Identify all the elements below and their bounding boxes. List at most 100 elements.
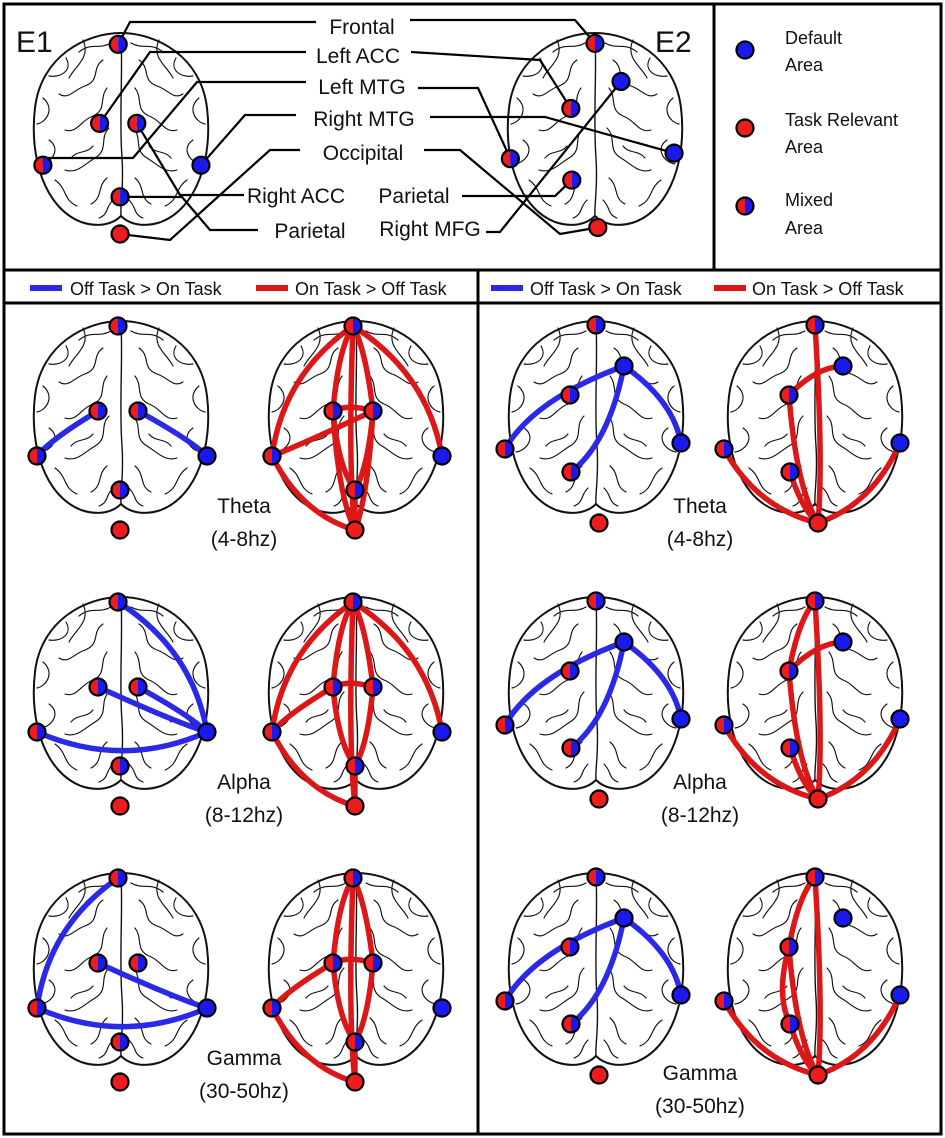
edge-e1-alpha-on-frontal-right-mtg bbox=[350, 599, 445, 735]
node-e2-gamma-on-parietal bbox=[780, 1014, 800, 1034]
node-e2-right-mtg bbox=[664, 143, 684, 163]
node-e2-gamma-off-frontal bbox=[586, 867, 606, 887]
node-e1-theta-on-right-mtg bbox=[432, 446, 452, 466]
label-occipital: Occipital bbox=[323, 142, 404, 165]
node-e2-gamma-on-occipital bbox=[808, 1065, 828, 1085]
node-e1-theta-on-parietal bbox=[345, 480, 365, 500]
legend-mixed-line2: Area bbox=[785, 218, 824, 238]
node-e1-alpha-on-parietal bbox=[345, 756, 365, 776]
leader-e1-right-mtg bbox=[200, 113, 296, 166]
panel-e1-alpha-on bbox=[262, 592, 452, 816]
nodes-e2-gamma-off bbox=[495, 867, 691, 1085]
node-e1-theta-off-right-mtg bbox=[197, 446, 217, 466]
node-e2-theta-on-left-acc bbox=[779, 385, 799, 405]
edge-e1-alpha-off-frontal-right-mtg bbox=[115, 599, 210, 735]
node-e2-theta-on-frontal bbox=[805, 315, 825, 335]
legend-mixed-line1: Mixed bbox=[785, 190, 833, 210]
node-e2-alpha-on-left-mtg bbox=[714, 715, 734, 735]
node-e1-gamma-on-right-mtg bbox=[432, 998, 452, 1018]
node-e2-alpha-off-parietal bbox=[561, 738, 581, 758]
leader-e2-left-mtg bbox=[418, 86, 512, 160]
label-frontal: Frontal bbox=[329, 16, 394, 39]
edge-e2-gamma-on-left-mtg-occipital bbox=[721, 998, 821, 1078]
edge-e2-theta-off-parietal-right-mfg bbox=[568, 363, 627, 475]
band-label-e1-gamma: Gamma bbox=[207, 1047, 282, 1070]
node-e2-theta-off-right-mfg bbox=[614, 356, 634, 376]
node-e2-alpha-off-right-mtg bbox=[671, 709, 691, 729]
node-e2-alpha-on-left-acc bbox=[779, 661, 799, 681]
node-e1-occipital bbox=[110, 224, 130, 244]
panel-e2-alpha-off bbox=[495, 591, 691, 809]
edge-e2-theta-off-left-mtg-right-mfg bbox=[502, 363, 627, 452]
panel-e1-theta-on bbox=[262, 316, 452, 540]
node-e1-alpha-on-frontal bbox=[343, 592, 363, 612]
edge-e2-gamma-off-parietal-right-mfg bbox=[568, 915, 627, 1027]
node-e2-theta-on-occipital bbox=[808, 513, 828, 533]
legend-task-line2: Area bbox=[785, 137, 824, 157]
node-e1-alpha-off-frontal bbox=[108, 592, 128, 612]
edge-e2-gamma-off-left-mtg-right-mfg bbox=[502, 915, 627, 1004]
node-e1-gamma-off-parietal bbox=[110, 1032, 130, 1052]
label-left-mtg: Left MTG bbox=[318, 76, 406, 99]
node-e1-alpha-off-right-mtg bbox=[197, 722, 217, 742]
nodes-e1-alpha-on bbox=[262, 592, 452, 816]
nodes-e2-gamma-on bbox=[714, 867, 910, 1085]
node-e1-alpha-on-occipital bbox=[345, 796, 365, 816]
band-range-e2-theta: (4-8hz) bbox=[667, 528, 734, 551]
leader-e1-left-acc bbox=[98, 50, 306, 124]
connection-legend: Off Task > On Task On Task > Off Task Of… bbox=[30, 279, 905, 299]
node-e1-theta-off-right-acc bbox=[128, 401, 148, 421]
edge-e2-theta-on-left-acc-occipital bbox=[786, 392, 821, 526]
band-label-e1-theta: Theta bbox=[217, 495, 271, 518]
legend-default-line1: Default bbox=[785, 28, 842, 48]
nodes-e2-alpha-on bbox=[714, 591, 910, 809]
node-e1-frontal bbox=[108, 34, 128, 54]
legend-on-task-label: On Task > Off Task bbox=[295, 279, 448, 299]
edge-e2-alpha-off-parietal-right-mfg bbox=[568, 639, 627, 751]
node-e1-alpha-off-right-acc bbox=[128, 677, 148, 697]
node-e2-occipital bbox=[588, 217, 608, 238]
band-range-e2-gamma: (30-50hz) bbox=[655, 1095, 745, 1118]
edge-e1-gamma-off-frontal-left-mtg bbox=[34, 875, 121, 1011]
node-e2-alpha-off-left-mtg bbox=[495, 715, 515, 735]
label-right-acc: Right ACC bbox=[247, 185, 345, 208]
panel-e1-gamma-off bbox=[27, 868, 217, 1092]
node-e2-frontal bbox=[585, 33, 605, 53]
nodes-e1-theta-on bbox=[262, 316, 452, 540]
legend-node-task bbox=[735, 118, 755, 138]
edge-e1-gamma-on-left-mtg-occipital bbox=[269, 1005, 358, 1085]
legend-node-default bbox=[735, 40, 755, 60]
panel-e2-alpha-on bbox=[714, 591, 910, 809]
node-e1-gamma-on-left-mtg bbox=[262, 998, 282, 1018]
node-e2-alpha-off-frontal bbox=[586, 591, 606, 611]
node-e2-gamma-on-right-mfg bbox=[833, 908, 853, 928]
panel-e2-gamma-on bbox=[714, 867, 910, 1085]
nodes-e2-theta-off bbox=[495, 315, 691, 533]
edge-e1-theta-on-left-mtg-occipital bbox=[269, 453, 358, 533]
experiment-1-label: E1 bbox=[16, 26, 53, 59]
edge-e1-alpha-on-frontal-left-mtg bbox=[269, 599, 356, 735]
legend-default-line2: Area bbox=[785, 55, 824, 75]
node-e2-gamma-on-left-acc bbox=[779, 937, 799, 957]
node-e1-right-mtg bbox=[191, 155, 211, 175]
node-e1-theta-on-occipital bbox=[345, 520, 365, 540]
edge-e2-gamma-on-frontal-occipital bbox=[812, 874, 823, 1078]
node-e2-theta-on-left-mtg bbox=[714, 439, 734, 459]
node-e1-gamma-off-occipital bbox=[110, 1072, 130, 1092]
edge-e2-theta-on-right-mtg-occipital bbox=[815, 440, 903, 526]
edge-e2-gamma-on-left-acc-occipital bbox=[786, 944, 821, 1078]
label-parietal-e1: Parietal bbox=[274, 220, 345, 243]
node-e1-gamma-on-occipital bbox=[345, 1072, 365, 1092]
node-e1-gamma-off-right-acc bbox=[128, 953, 148, 973]
node-e1-gamma-on-left-acc bbox=[323, 953, 343, 973]
node-e1-theta-off-left-mtg bbox=[27, 446, 47, 466]
panel-e2-gamma-off bbox=[495, 867, 691, 1085]
panel-e2-theta-on bbox=[714, 315, 910, 533]
node-e2-gamma-off-parietal bbox=[561, 1014, 581, 1034]
edge-e1-theta-on-frontal-right-mtg bbox=[350, 323, 445, 459]
panel-e1-gamma-on bbox=[262, 868, 452, 1092]
leader-e2-frontal bbox=[410, 18, 596, 45]
nodes-e2-theta-on bbox=[714, 315, 910, 533]
node-e1-theta-off-left-acc bbox=[88, 401, 108, 421]
